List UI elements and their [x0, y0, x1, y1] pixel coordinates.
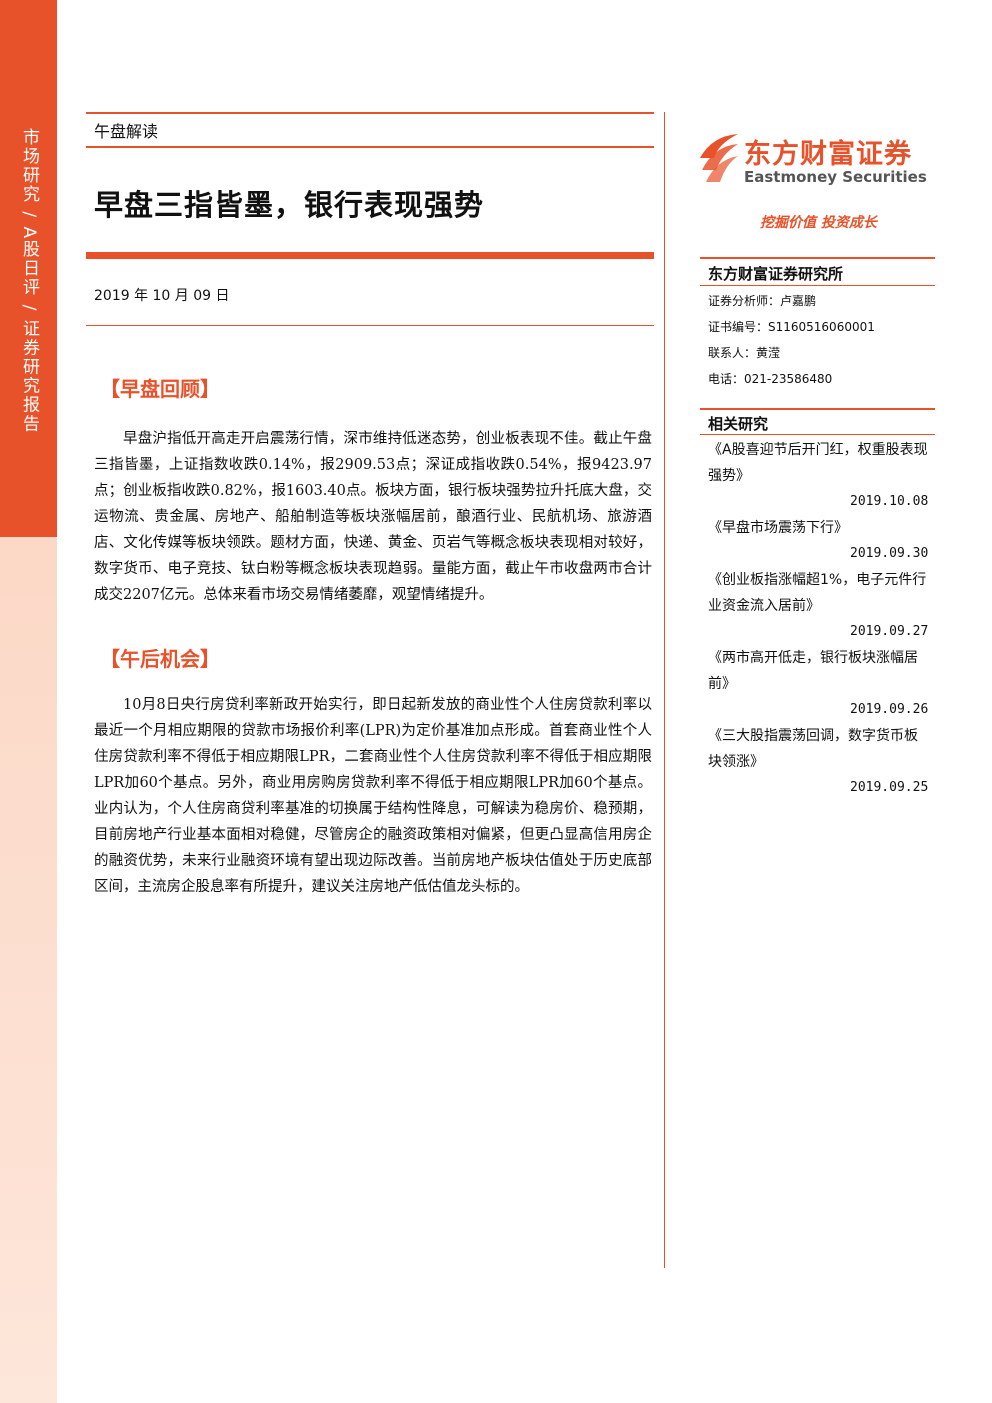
sidebar-band-lower: [0, 537, 57, 1403]
date-rule: [86, 325, 654, 326]
institute-heading: 东方财富证券研究所: [708, 265, 844, 283]
section-heading-morning-review: 【早盘回顾】: [100, 377, 220, 401]
related-heading-rule: [700, 434, 935, 435]
certificate-number: 证书编号：S1160516060001: [708, 320, 875, 334]
report-date: 2019 年 10 月 09 日: [94, 288, 230, 304]
related-item-title[interactable]: 《创业板指涨幅超1%，电子元件行业资金流入居前》: [708, 572, 927, 614]
brand-slogan: 挖掘价值 投资成长: [760, 215, 877, 231]
brand-name-cn: 东方财富证券: [744, 139, 912, 170]
contact-phone: 电话：021-23586480: [708, 372, 833, 386]
section-body-afternoon-opportunity: 10月8日央行房贷利率新政开始实行，即日起新发放的商业性个人住房贷款利率以最近一…: [94, 697, 652, 895]
brand-name-en: Eastmoney Securities: [744, 168, 927, 186]
section-heading-afternoon-opportunity: 【午后机会】: [100, 647, 220, 671]
related-item-date: 2019.09.26: [850, 702, 929, 717]
brand-logo: 东方财富证券 Eastmoney Securities: [696, 130, 936, 190]
related-item-date: 2019.09.25: [850, 780, 929, 795]
sidebar-category-label: 市场研究 / A股日评 / 证券研究报告: [19, 128, 39, 434]
related-item-date: 2019.10.08: [850, 494, 929, 509]
related-heading: 相关研究: [708, 415, 769, 433]
related-item-title[interactable]: 《两市高开低走，银行板块涨幅居前》: [708, 650, 918, 692]
doc-type-rule: [86, 146, 654, 148]
related-item-date: 2019.09.30: [850, 546, 929, 561]
title-rule: [86, 252, 654, 259]
top-rule: [86, 112, 654, 114]
document-type-label: 午盘解读: [94, 122, 159, 141]
section-body-morning-review: 早盘沪指低开高走开启震荡行情，深市维持低迷态势，创业板表现不佳。截止午盘三指皆墨…: [94, 431, 652, 603]
contact-person: 联系人：黄滢: [708, 346, 781, 360]
sidebar-band: [0, 0, 57, 537]
brand-logo-icon: [700, 134, 738, 182]
analyst-name: 证券分析师：卢嘉鹏: [708, 294, 817, 308]
column-divider: [664, 112, 665, 1268]
related-item-title[interactable]: 《三大股指震荡回调，数字货币板块领涨》: [708, 728, 918, 770]
related-item-date: 2019.09.27: [850, 624, 929, 639]
related-item-title[interactable]: 《早盘市场震荡下行》: [708, 520, 848, 536]
page-title: 早盘三指皆墨，银行表现强势: [94, 188, 485, 222]
related-top-rule: [700, 408, 935, 410]
institute-heading-rule: [700, 285, 935, 286]
related-item-title[interactable]: 《A股喜迎节后开门红，权重股表现强势》: [708, 442, 928, 484]
institute-top-rule: [700, 257, 935, 259]
